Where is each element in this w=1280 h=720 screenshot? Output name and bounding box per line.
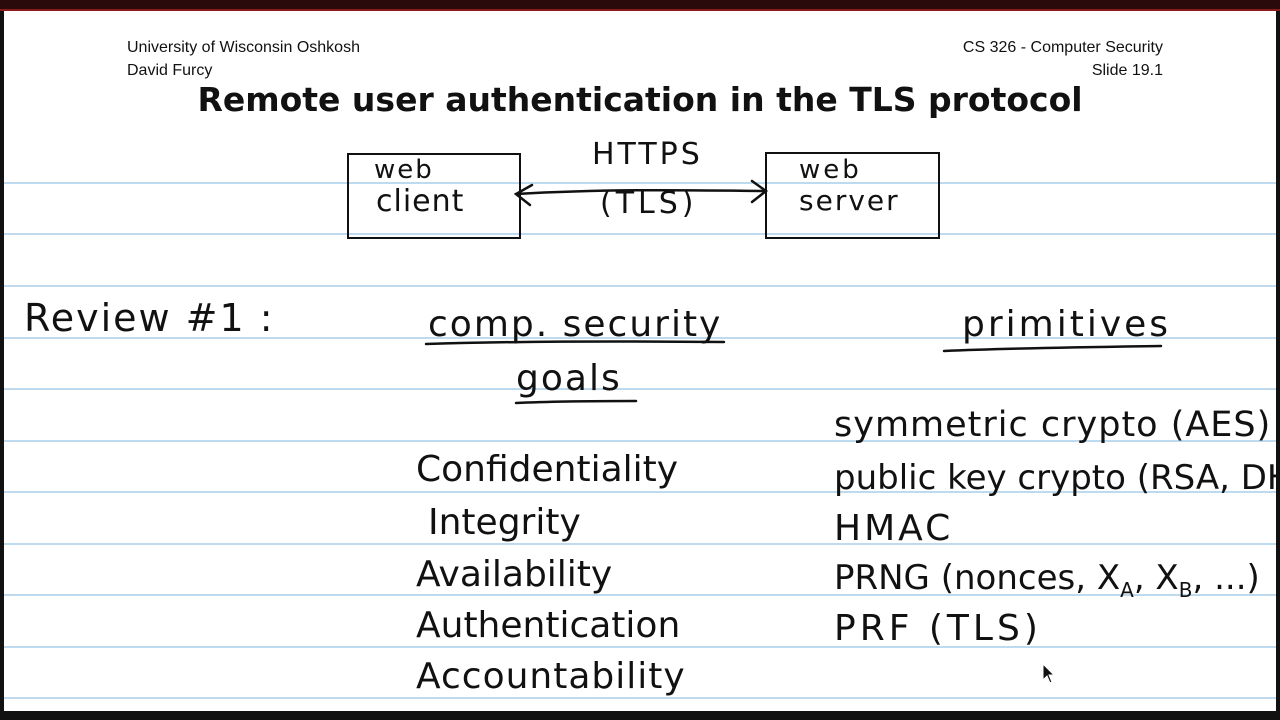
ruled-lines [4,182,1276,699]
goals-heading-line2: goals [516,358,622,399]
slide-number: Slide 19.1 [1091,62,1163,79]
slide-header-left: University of Wisconsin Oshkosh David Fu… [127,36,360,82]
institution-name: University of Wisconsin Oshkosh [127,39,360,56]
goal-item: Accountability [416,656,686,697]
goal-item: Confidentiality [416,449,679,490]
goal-item: Integrity [428,502,581,543]
author-name: David Furcy [127,62,213,79]
course-name: CS 326 - Computer Security [962,39,1163,56]
primitive-item: public key crypto (RSA, DH) [834,458,1276,498]
review-label: Review #1 : [24,296,275,340]
tls-label: (TLS) [600,186,698,221]
slide-title: Remote user authentication in the TLS pr… [197,80,1083,119]
prng-subscript-b: B [1178,577,1193,602]
prng-text: PRNG (nonces, X [834,558,1121,598]
web-client-label-line2: client [376,184,465,219]
goals-heading-line1: comp. security [428,304,723,345]
https-label: HTTPS [592,137,703,172]
goal-item: Availability [416,554,613,595]
primitive-item: HMAC [834,508,954,549]
mouse-pointer-icon [1042,663,1056,684]
prng-separator: , X [1133,558,1179,598]
web-server-label-line1: web [799,155,862,185]
window-top-bar [0,0,1280,11]
notebook-page: University of Wisconsin Oshkosh David Fu… [4,11,1276,711]
prng-subscript-a: A [1120,577,1134,602]
primitive-item-prng: PRNG (nonces, XA, XB, ...) [834,561,1260,600]
web-client-label-line1: web [374,155,434,185]
primitive-item: PRF (TLS) [834,608,1042,649]
window-bottom-bar [0,711,1280,720]
primitives-heading: primitives [962,304,1172,345]
slide-header-right: CS 326 - Computer Security Slide 19.1 [963,36,1163,82]
goal-item: Authentication [416,605,681,646]
primitive-item: symmetric crypto (AES) [834,405,1272,445]
prng-tail: , ...) [1192,558,1260,598]
web-server-label-line2: server [799,184,900,217]
